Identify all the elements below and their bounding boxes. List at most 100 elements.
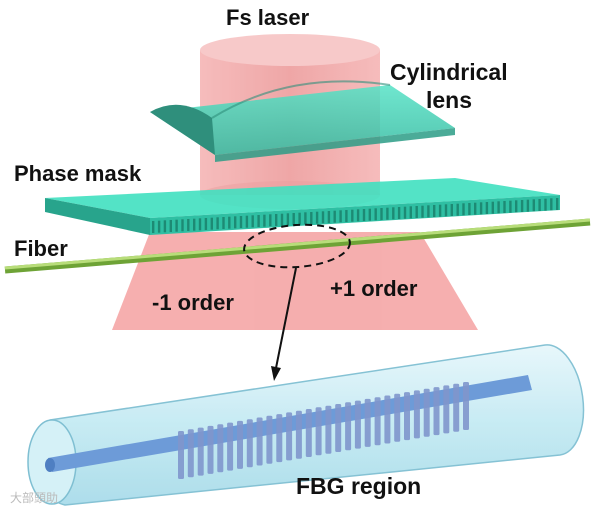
phase-mask-tooth: [304, 212, 307, 225]
grating-bar: [178, 431, 184, 479]
phase-mask-tooth: [181, 219, 184, 232]
grating-bar: [266, 415, 273, 464]
phase-mask-tooth: [403, 206, 407, 219]
phase-mask-tooth: [462, 203, 465, 216]
phase-mask-tooth: [263, 214, 266, 227]
phase-mask-tooth: [222, 217, 225, 229]
phase-mask-tooth: [216, 217, 219, 230]
phase-mask-tooth: [456, 203, 459, 216]
phase-mask-tooth: [245, 215, 249, 228]
cylindrical-lens-label-line2: lens: [426, 87, 472, 113]
phase-mask-tooth: [421, 205, 424, 218]
phase-mask-tooth: [526, 199, 530, 212]
focus-region-marker: [243, 223, 351, 269]
phase-mask-tooth: [327, 211, 331, 223]
phase-mask-tooth: [169, 220, 172, 232]
grating-bar: [345, 402, 352, 451]
phase-mask-tooth: [239, 216, 243, 228]
grating-bar: [246, 419, 253, 468]
grating-bar: [207, 425, 214, 474]
phase-mask-tooth: [491, 201, 494, 214]
phase-mask-tooth: [438, 204, 442, 217]
phase-mask-tooth: [234, 216, 237, 229]
plus-one-order-label: +1 order: [330, 276, 418, 301]
minus-one-order-label: -1 order: [152, 290, 234, 315]
phase-mask-tooth: [503, 201, 506, 213]
phase-mask-tooth: [356, 209, 360, 222]
phase-mask-tooth: [351, 209, 354, 222]
grating-bar: [237, 420, 243, 469]
grating-bar: [394, 393, 401, 442]
grating-bar: [227, 422, 234, 471]
grating-bar: [217, 424, 224, 473]
phase-mask-tooth: [333, 210, 336, 223]
phase-mask-tooth: [193, 218, 196, 231]
cylindrical-lens: [150, 80, 455, 162]
watermark-text: 大部頭助: [10, 490, 58, 505]
grating-bar: [404, 392, 410, 441]
phase-mask-tooth: [187, 219, 190, 231]
grating-bar: [433, 387, 440, 436]
phase-mask-tooth: [386, 207, 389, 220]
phase-mask-tooth: [163, 220, 167, 233]
phase-mask-tooth: [269, 214, 272, 227]
grating-bar: [335, 404, 342, 452]
phase-mask-tooth: [339, 210, 342, 223]
phase-mask-tooth: [251, 215, 254, 228]
phase-mask-tooth: [157, 220, 161, 233]
phase-mask-tooth: [474, 202, 477, 215]
phase-mask-tooth: [175, 219, 178, 232]
grating-bar: [256, 417, 263, 466]
grating-bar: [187, 429, 194, 478]
phase-mask-teeth: [152, 198, 559, 233]
phase-mask-tooth: [415, 206, 418, 218]
phase-mask-tooth: [479, 202, 483, 215]
phase-mask-tooth: [310, 212, 313, 224]
phase-mask-tooth: [520, 200, 524, 212]
phase-mask-tooth: [468, 203, 471, 215]
phase-mask-tooth: [298, 212, 301, 225]
fbg-region-label: FBG region: [296, 473, 421, 499]
fs-laser-label: Fs laser: [226, 5, 310, 30]
phase-mask-tooth: [515, 200, 518, 213]
zoom-arrow: [271, 267, 297, 381]
cylindrical-lens-label-line1: Cylindrical: [390, 59, 508, 85]
phase-mask-tooth: [286, 213, 290, 226]
phase-mask-tooth: [374, 208, 377, 221]
phase-mask-tooth: [409, 206, 412, 219]
phase-mask-tooth: [368, 208, 371, 221]
fbg-grating: [178, 382, 469, 479]
phase-mask-tooth: [556, 198, 559, 210]
grating-bar: [374, 397, 381, 446]
phase-mask-tooth: [228, 216, 231, 229]
phase-mask-tooth: [292, 213, 295, 225]
phase-mask-tooth: [152, 221, 155, 233]
phase-mask-tooth: [550, 198, 553, 211]
grating-bar: [384, 395, 391, 444]
phase-mask-tooth: [257, 215, 260, 227]
grating-bar: [305, 409, 312, 457]
fiber-label: Fiber: [14, 236, 68, 261]
grating-bar: [413, 390, 420, 439]
phase-mask-tooth: [345, 210, 348, 222]
grating-bar: [295, 410, 302, 459]
fiber: [4, 218, 591, 274]
phase-mask-tooth: [427, 205, 430, 218]
phase-mask-tooth: [280, 213, 284, 226]
phase-mask-tooth: [433, 205, 436, 217]
grating-bar: [315, 407, 322, 456]
phase-mask-tooth: [204, 218, 208, 230]
phase-mask-tooth: [444, 204, 448, 217]
phase-mask-tooth: [380, 208, 383, 220]
grating-bar: [354, 400, 361, 449]
grating-bar: [453, 383, 460, 432]
phase-mask-tooth: [538, 199, 541, 211]
phase-mask-tooth: [321, 211, 325, 224]
grating-bar: [197, 427, 204, 476]
phase-mask-tooth: [210, 217, 213, 230]
grating-bar: [364, 398, 371, 447]
plus-one-order-beam: [262, 232, 478, 330]
phase-mask-tooth: [315, 211, 319, 224]
phase-mask-tooth: [362, 209, 366, 221]
